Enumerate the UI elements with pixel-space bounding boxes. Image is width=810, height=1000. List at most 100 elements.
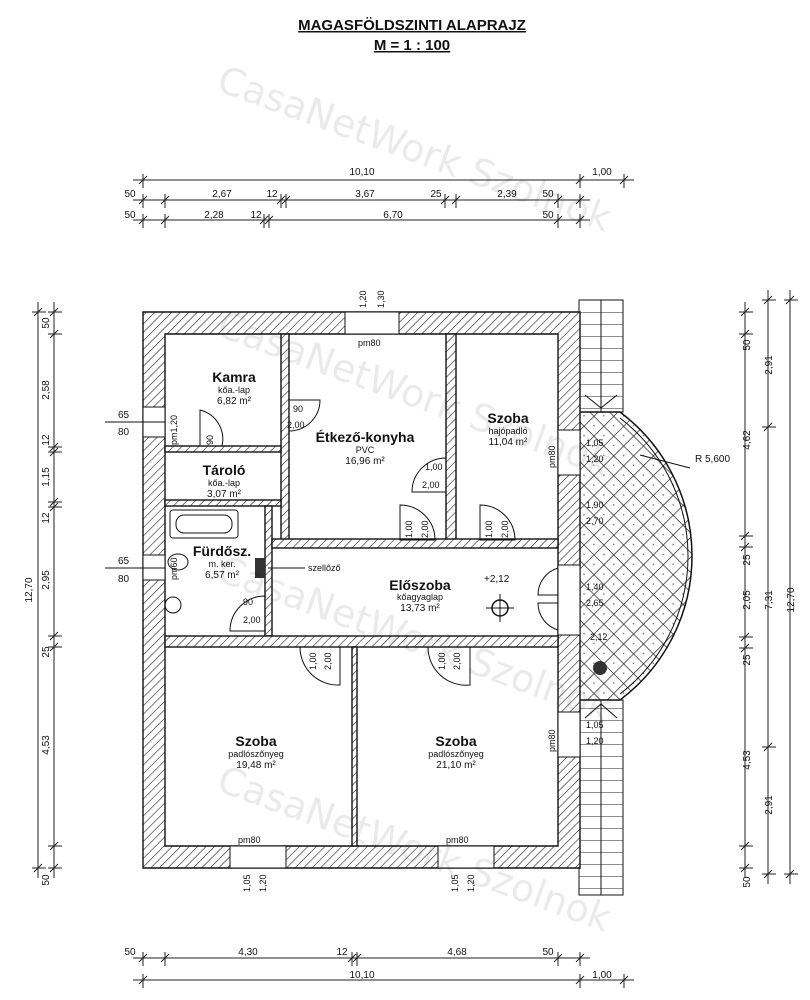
door-width: 1,00 (484, 520, 494, 538)
dim-value: 12 (336, 947, 348, 958)
dim-left-total: 12,70 (24, 577, 35, 602)
room-area: 21,10 m² (436, 760, 476, 771)
dim-value: 12 (41, 512, 52, 524)
room-floor: padlószőnyeg (428, 749, 484, 759)
opening-height: 2,70 (586, 516, 604, 526)
room-szoba-sw: Szoba padlószőnyeg 19,48 m² (228, 733, 284, 771)
window-height: 1,20 (358, 290, 368, 308)
window-sill: 65 (118, 410, 130, 421)
plan-title: MAGASFÖLDSZINTI ALAPRAJZ (298, 17, 526, 34)
dim-value: 50 (124, 189, 136, 200)
dim-right-total: 12,70 (786, 587, 797, 612)
dim-value: 12 (266, 189, 278, 200)
dim-value: 4,68 (447, 947, 467, 958)
dim-value: 2,05 (742, 590, 753, 610)
room-tarolo: Tároló kőa.-lap 3,07 m² (203, 462, 246, 500)
vent-icon (255, 558, 265, 578)
door-height: 2,00 (500, 520, 510, 538)
dim-value: 4,53 (41, 735, 52, 755)
terrace-arc (578, 411, 693, 701)
dim-value: 25 (742, 554, 753, 566)
window-sill: 1,05 (586, 438, 604, 448)
room-name: Étkező-konyha (316, 429, 415, 445)
door-width: 1,00 (437, 652, 447, 670)
room-etkezo-konyha: Étkező-konyha PVC 16,96 m² (316, 429, 415, 467)
room-area: 6,82 m² (217, 396, 252, 407)
dim-value: 6,70 (383, 210, 403, 221)
dim-value: 50 (542, 947, 554, 958)
window-height: 1,05 (242, 874, 252, 892)
room-area: 16,96 m² (345, 456, 385, 467)
doors: 90 2,00 90 1,00 2,00 1,00 2,00 1,00 2,00… (199, 399, 559, 686)
dim-value: 2,91 (764, 795, 775, 815)
door-width: 90 (205, 435, 215, 445)
room-floor: PVC (356, 445, 375, 455)
dim-value: 25 (742, 654, 753, 666)
dim-value: 50 (742, 339, 753, 351)
room-area: 6,57 m² (205, 570, 240, 581)
dim-top-total: 10,10 (349, 167, 374, 178)
window-height: 1,30 (376, 290, 386, 308)
dim-top-terrace: 1,00 (592, 167, 612, 178)
level-marker-icon (593, 661, 607, 675)
door-width: 1,40 (586, 582, 604, 592)
door-height: 2,00 (243, 615, 261, 625)
room-labels: Kamra kőa.-lap 6,82 m² Étkező-konyha PVC… (193, 369, 529, 771)
window-height: 1,20 (258, 874, 268, 892)
room-name: Előszoba (389, 577, 451, 593)
room-floor: kőagyaglap (397, 592, 443, 602)
room-szoba-ne: Szoba hajópadló 11,04 m² (487, 410, 528, 448)
sink-icon (164, 596, 182, 614)
window-label: pm80 (358, 338, 381, 348)
dim-value: 50 (742, 876, 753, 888)
window-label: pm60 (169, 557, 179, 580)
dimension-lines (32, 174, 798, 988)
room-name: Szoba (487, 410, 528, 426)
window-height: 1,20 (466, 874, 476, 892)
dim-value: 2,95 (41, 570, 52, 590)
dim-value: 12 (250, 210, 262, 221)
dim-value: 2,28 (204, 210, 224, 221)
room-furdoszoba: Fürdősz. m. ker. 6,57 m² (193, 543, 251, 581)
door-height: 2,00 (452, 652, 462, 670)
room-area: 3,07 m² (207, 489, 242, 500)
door-width: 1,00 (404, 520, 414, 538)
room-floor: kőa.-lap (208, 478, 240, 488)
window-height: 1,20 (586, 736, 604, 746)
room-name: Szoba (435, 733, 476, 749)
door-width: 90 (293, 404, 303, 414)
window-label: pm80 (238, 835, 261, 845)
radius-label: R 5,600 (695, 454, 730, 465)
dim-bottom-total: 10,10 (349, 970, 374, 981)
dim-value: 3,67 (355, 189, 375, 200)
level-label: +2,12 (484, 574, 510, 585)
window-height: 1,20 (586, 454, 604, 464)
window-sill: 1,05 (586, 720, 604, 730)
window-label: pm1,20 (169, 415, 179, 445)
toilet-icon (167, 553, 189, 571)
window-labels: pm80 1,20 1,30 pm80 pm80 1,05 1,20 1,05 … (105, 290, 604, 892)
door-height: 2,65 (586, 598, 604, 608)
window-height: 1,05 (450, 874, 460, 892)
dim-value: 7,31 (764, 590, 775, 610)
watermark-text: CasaNetWork Szolnok (212, 57, 617, 240)
fixtures: szellőző +2,12 (164, 509, 514, 622)
dim-value: 50 (542, 210, 554, 221)
room-name: Szoba (235, 733, 276, 749)
dim-value: 2,91 (764, 355, 775, 375)
room-floor: m. ker. (208, 559, 235, 569)
bathtub-icon (169, 509, 239, 539)
dim-value: 50 (41, 317, 52, 329)
terrace: R 5,600 2,12 (578, 299, 730, 896)
dim-value: 4,62 (742, 430, 753, 450)
window-label: pm80 (446, 835, 469, 845)
dim-value: 50 (124, 210, 136, 221)
dim-value: 2,58 (41, 380, 52, 400)
room-eloszoba: Előszoba kőagyaglap 13,73 m² (389, 577, 451, 614)
dim-value: 50 (41, 874, 52, 886)
door-width: 1,00 (308, 652, 318, 670)
window-sill: 65 (118, 556, 130, 567)
vent-label: szellőző (308, 563, 341, 573)
room-floor: hajópadló (488, 426, 527, 436)
